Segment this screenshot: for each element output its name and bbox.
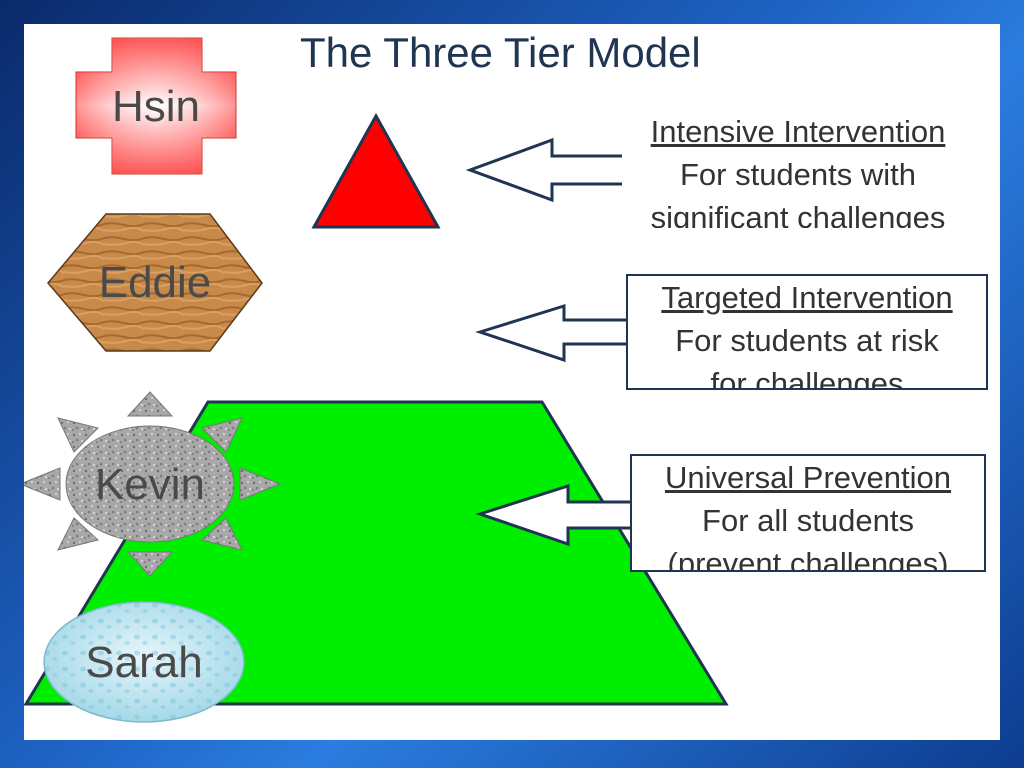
tier-box-targeted: Targeted Intervention For students at ri…: [626, 274, 988, 390]
red-tier-triangle: [311, 112, 441, 229]
tier-description: For all students: [702, 503, 914, 538]
arrow-intensive: [465, 137, 636, 203]
tier-box-intensive: Intensive Intervention For students with…: [622, 110, 974, 228]
tier-description: For students with: [679, 157, 917, 192]
tier-description: for challenges: [710, 366, 904, 390]
tier-heading: Universal Prevention: [664, 460, 952, 495]
wood-hexagon-icon: [47, 213, 263, 352]
tier-description: For students at risk: [675, 323, 939, 358]
tier-heading: Targeted Intervention: [661, 280, 953, 315]
person-label-sarah: Sarah: [85, 638, 203, 687]
granite-sun-icon: [24, 391, 282, 577]
tier-description: (prevent challenges): [667, 546, 949, 572]
tier-description: significant challenges: [650, 200, 946, 228]
person-label-kevin: Kevin: [94, 460, 206, 509]
pyramid-diagram: [24, 37, 729, 723]
person-label-hsin: Hsin: [111, 82, 201, 131]
page-title: The Three Tier Model: [300, 29, 701, 76]
water-ellipse-icon: [43, 601, 245, 723]
red-cross-icon: [75, 37, 237, 175]
slide: The Three Tier Model Hsin Eddie Kevin Sa…: [24, 24, 1000, 740]
tier-heading: Intensive Intervention: [650, 114, 946, 149]
arrow-targeted: [475, 303, 642, 363]
person-label-eddie: Eddie: [98, 258, 212, 307]
tier-box-universal: Universal Prevention For all students (p…: [630, 454, 986, 572]
